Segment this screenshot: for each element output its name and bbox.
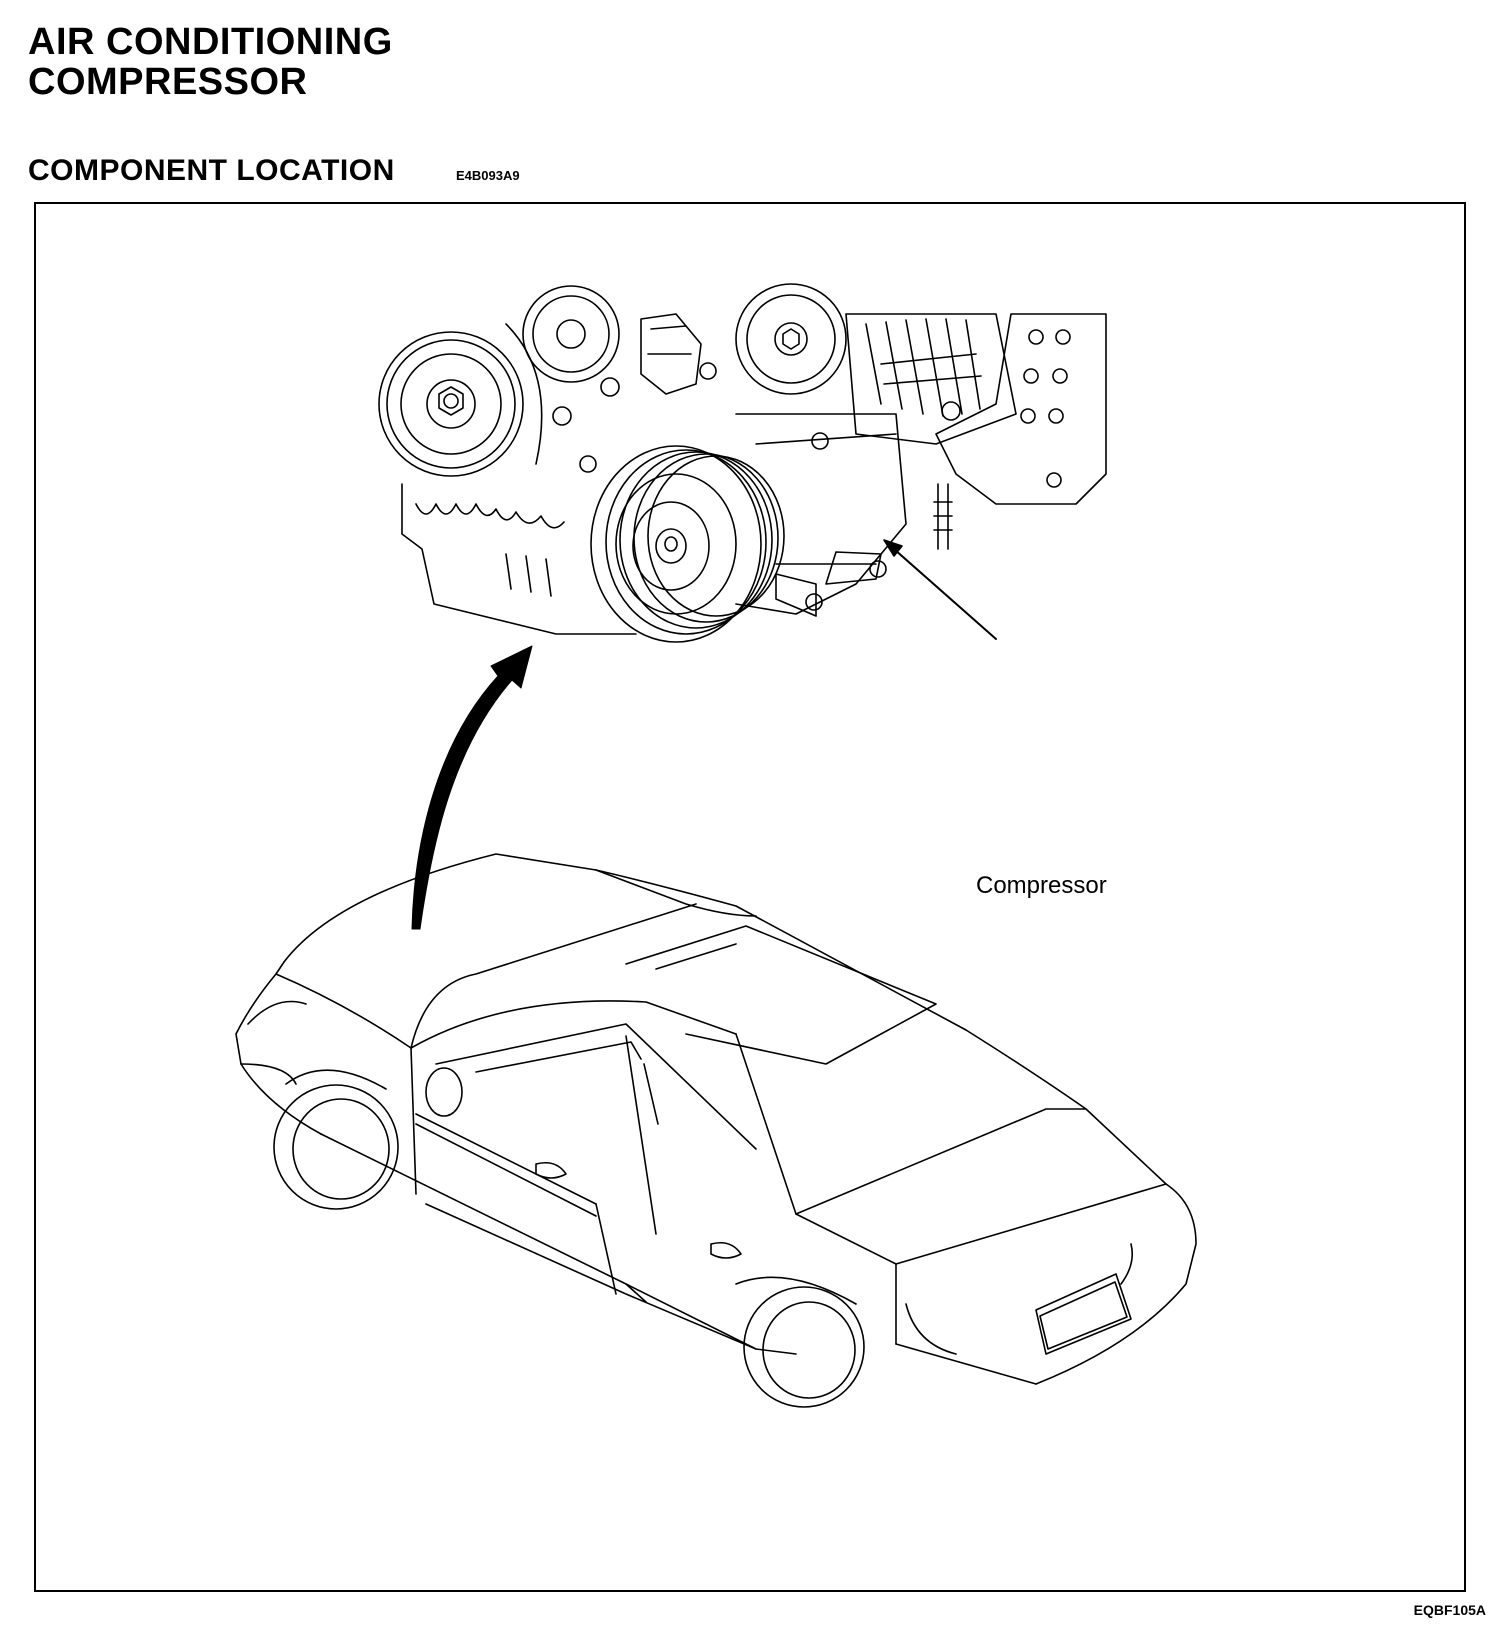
page-title: AIR CONDITIONING COMPRESSOR: [28, 22, 393, 102]
idler-pulley: [522, 285, 620, 383]
title-line-1: AIR CONDITIONING: [28, 21, 393, 63]
line-drawing: [235, 283, 1197, 1408]
location-pointer-arrow: [411, 645, 533, 930]
compressor-callout-label: Compressor: [976, 872, 1107, 899]
engine-bracket: [935, 313, 1107, 505]
mounting-bolts: [552, 362, 961, 611]
figure-code: EQBF105A: [1413, 1602, 1486, 1618]
tensioner-pulley: [735, 283, 847, 395]
engine-detail-illustration: [378, 283, 1107, 643]
section-heading: COMPONENT LOCATION: [28, 154, 395, 187]
section-code: E4B093A9: [456, 168, 520, 183]
oil-pan: [401, 483, 637, 635]
alternator: [845, 313, 1017, 445]
callout-leader: [883, 539, 997, 640]
license-plate: [1035, 1273, 1132, 1355]
crank-pulley: [378, 323, 543, 477]
vehicle-illustration: [235, 853, 1197, 1408]
figure-frame: Compressor: [34, 202, 1466, 1592]
title-line-2: COMPRESSOR: [28, 61, 308, 103]
compressor: [590, 413, 907, 643]
